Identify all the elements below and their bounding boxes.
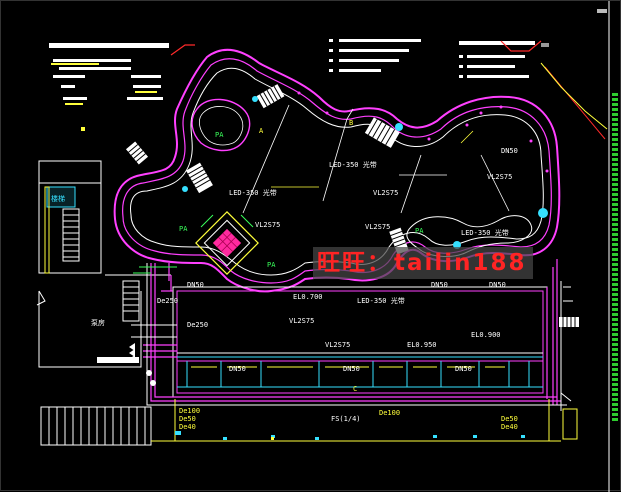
elevation-label-2: EL0.950: [407, 341, 437, 349]
tag-b: B: [349, 119, 354, 127]
cable-label-3: VL2S75: [487, 173, 513, 181]
dn-label-3: DN50: [431, 281, 448, 289]
size-label-3: De50: [179, 415, 196, 423]
size-label-7: De40: [501, 423, 518, 431]
led-label-4: LED-350 光带: [461, 229, 509, 237]
cable-label-6: VL2S75: [325, 341, 351, 349]
zone-label-pa-3: PA: [415, 227, 424, 235]
cable-label-1: VL2S75: [255, 221, 281, 229]
led-label-3: LED-350 光带: [357, 297, 405, 305]
top-center-notes: [329, 39, 421, 72]
size-label-2: De250: [157, 297, 179, 305]
watermark-id: tailin188: [394, 250, 527, 276]
zone-label-pa-1: PA: [215, 131, 224, 139]
zone-label-pa-2: PA: [267, 261, 276, 269]
grille-5: [125, 141, 149, 165]
tag-c: C: [353, 385, 358, 393]
size-label-8: De100: [379, 409, 401, 417]
piping: [143, 259, 561, 405]
dn-label-1: DN50: [501, 147, 518, 155]
dn-label-6: DN50: [343, 365, 360, 373]
size-label-1: De250: [187, 321, 209, 329]
grille-3: [364, 117, 400, 148]
bottom-filters: [40, 406, 152, 446]
top-right-notes: [459, 41, 535, 78]
size-label-6: De50: [501, 415, 518, 423]
led-label-2: LED-350 光带: [329, 161, 377, 169]
pump-room-label: 泵房: [91, 319, 105, 327]
right-frame-bar: [612, 93, 618, 423]
watermark: 旺旺：tailin188: [313, 247, 533, 279]
stair-label: 楼梯: [51, 195, 65, 203]
cable-label-5: VL2S75: [289, 317, 315, 325]
grille-2: [186, 162, 213, 194]
elevation-label-1: EL0.900: [471, 331, 501, 339]
dn-label-2: DN50: [187, 281, 204, 289]
dn-label-5: DN50: [229, 365, 246, 373]
top-left-notes: [49, 43, 169, 100]
size-label-5: De100: [179, 407, 201, 415]
grille-1: [256, 84, 285, 109]
watermark-prefix: 旺旺：: [317, 250, 392, 276]
zone-label-pa-4: PA: [179, 225, 188, 233]
cable-label-2: VL2S75: [373, 189, 399, 197]
pump-room: [38, 160, 102, 274]
top-left-notes-yellow: [51, 63, 157, 105]
size-label-4: De40: [179, 423, 196, 431]
island-left: [191, 98, 251, 152]
dn-label-4: DN50: [489, 281, 506, 289]
spa-square: [195, 211, 259, 275]
fs-label: FS(1/4): [331, 415, 361, 423]
cable-label-4: VL2S75: [365, 223, 391, 231]
dn-label-7: DN50: [455, 365, 472, 373]
tag-a: A: [259, 127, 264, 135]
elevation-label-3: EL0.700: [293, 293, 323, 301]
led-label-1: LED-350 光带: [229, 189, 277, 197]
